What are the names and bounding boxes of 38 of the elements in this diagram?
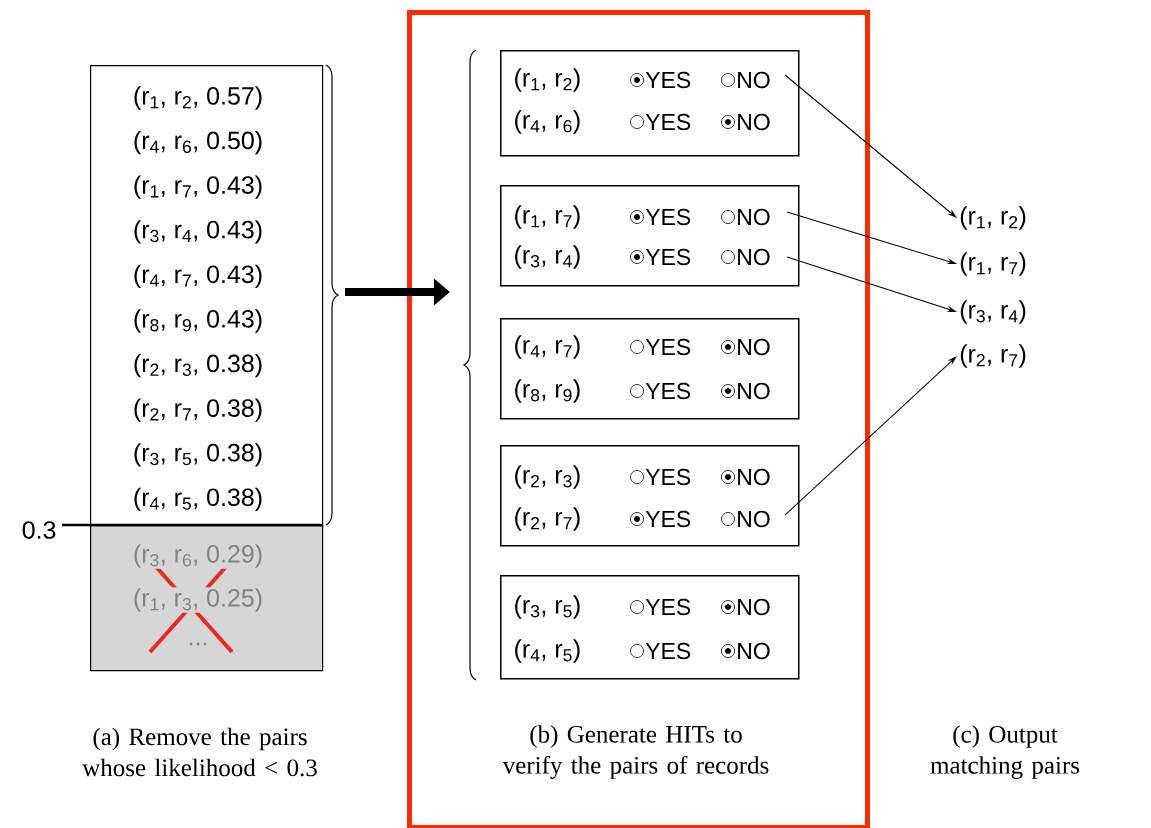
hit-box: (r$_{2}$, r$_{3}$) YES NO (r$_{2}$, r$_{7}$) YES NO	[500, 445, 800, 547]
arrow	[786, 256, 956, 312]
radio-button: NO	[721, 642, 770, 660]
radio-button: YES	[630, 113, 691, 131]
pair-text: (r$_{1}$, r$_{7}$)	[960, 252, 1026, 276]
radio-button: YES	[630, 338, 691, 356]
hit-box: (r$_{1}$, r$_{2}$) YES NO (r$_{4}$, r$_{6}$) YES NO	[500, 50, 800, 157]
radio-button: NO	[721, 382, 770, 400]
radio-button: NO	[721, 208, 770, 226]
radio-button: NO	[721, 248, 770, 266]
caption: (c) Output matching pairs	[930, 725, 1080, 779]
radio-button: YES	[630, 468, 691, 486]
radio-button: NO	[721, 71, 770, 89]
arrow	[784, 74, 957, 218]
radio-button: YES	[630, 510, 691, 528]
radio-button: YES	[630, 208, 691, 226]
list-box: (r$_{3}$, r$_{6}$, 0.29) (r$_{1}$, r$_{3}$, 0.25) ...	[90, 525, 324, 672]
arrow	[786, 211, 956, 264]
list-box: (r$_{1}$, r$_{2}$, 0.57) (r$_{4}$, r$_{6}$, 0.50) (r$_{1}$, r$_{7}$, 0.43) (r$_{3}$, r$_{4}$, 0.43) (r$_{4}$, r$_{7}$, 0.43) (r$_{8}$, r$_{9}$, 0.43) (r$_{2}$, r$_{3}$, 0.38) (r$_{2}$, r$_{7}$, 0.38) (r$_{3}$, r$_{5}$, 0.38) (r$_{4}$, r$_{5}$, 0.38)	[90, 65, 324, 527]
pair-text: (r$_{3}$, r$_{4}$)	[960, 300, 1026, 324]
hit-box: (r$_{4}$, r$_{7}$) YES NO (r$_{8}$, r$_{9}$) YES NO	[500, 318, 800, 420]
radio-button: YES	[630, 248, 691, 266]
radio-button: YES	[630, 598, 691, 616]
radio-button: NO	[721, 510, 770, 528]
pair-text: (r$_{2}$, r$_{7}$)	[960, 344, 1026, 368]
arrow	[784, 356, 957, 516]
hit-box: (r$_{3}$, r$_{5}$) YES NO (r$_{4}$, r$_{5}$) YES NO	[500, 575, 800, 680]
radio-button: YES	[630, 642, 691, 660]
hit-box: (r$_{1}$, r$_{7}$) YES NO (r$_{3}$, r$_{4}$) YES NO	[500, 185, 800, 287]
radio-button: NO	[721, 113, 770, 131]
caption: (a) Remove the pairs whose likelihood < 0.3	[82, 727, 317, 777]
radio-button: NO	[721, 598, 770, 616]
threshold-value: 0.3	[22, 521, 56, 539]
pair-text: (r$_{1}$, r$_{2}$)	[960, 206, 1026, 230]
radio-button: YES	[630, 382, 691, 400]
radio-button: NO	[721, 338, 770, 356]
radio-button: NO	[721, 468, 770, 486]
radio-button: YES	[630, 71, 691, 89]
